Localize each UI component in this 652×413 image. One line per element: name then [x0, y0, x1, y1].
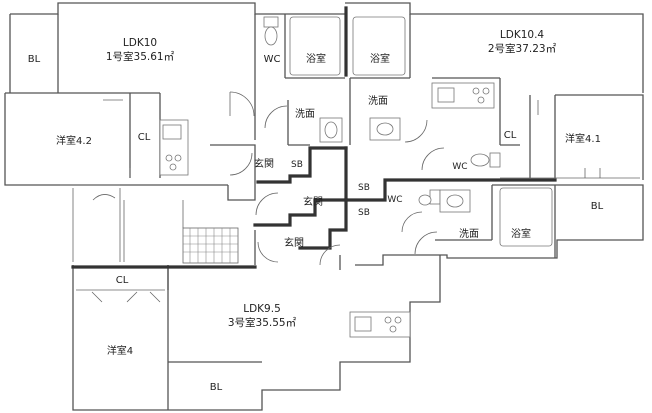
- sb-2-label: SB: [358, 183, 370, 193]
- unit-1-type: LDK10: [123, 37, 157, 49]
- sb-1-label: SB: [291, 160, 303, 170]
- unit-1-area: 1号室35.61㎡: [106, 50, 175, 63]
- cl-1-label: CL: [138, 132, 151, 143]
- washroom-2-label: 洗面: [368, 95, 388, 107]
- unit-2-area: 2号室37.23㎡: [488, 42, 557, 55]
- unit-3-type: LDK9.5: [243, 303, 281, 315]
- genkan-2-label: 玄関: [303, 195, 323, 208]
- cl-2-label: CL: [504, 130, 517, 141]
- bl-right-label: BL: [591, 201, 604, 212]
- unit-3-area: 3号室35.55㎡: [228, 316, 297, 329]
- room-labels: BL WC 浴室 浴室 洗面 洗面 洋室4.2 CL CL 洋室4.1 玄関 S…: [28, 52, 604, 393]
- unit-2-labels: LDK10.4 2号室37.23㎡: [488, 29, 557, 55]
- bl-top-left-label: BL: [28, 54, 41, 65]
- wc-2-label: WC: [452, 162, 467, 172]
- sb-3-label: SB: [358, 208, 370, 218]
- bath-1-label: 浴室: [306, 52, 326, 65]
- genkan-1-label: 玄関: [254, 157, 274, 170]
- unit-1-labels: LDK10 1号室35.61㎡: [106, 37, 175, 63]
- washroom-1-label: 洗面: [295, 108, 315, 120]
- door-swings: [91, 91, 601, 303]
- washroom-3-label: 洗面: [459, 228, 479, 240]
- genkan-3-label: 玄関: [284, 236, 304, 249]
- unit-2-type: LDK10.4: [500, 29, 545, 41]
- bath-2-label: 浴室: [370, 52, 390, 65]
- wc-3-label: WC: [387, 195, 402, 205]
- outer-walls: [4, 2, 644, 411]
- cl-3-label: CL: [116, 275, 129, 286]
- fixtures: [60, 16, 640, 338]
- westroom-1-label: 洋室4.2: [56, 134, 92, 147]
- party-walls: [71, 6, 557, 269]
- bl-bottom-label: BL: [210, 382, 223, 393]
- stairwell: [72, 188, 239, 264]
- westroom-3-label: 洋室4: [107, 344, 133, 357]
- unit-3-labels: LDK9.5 3号室35.55㎡: [228, 303, 297, 329]
- wc-1-label: WC: [264, 54, 281, 65]
- westroom-2-label: 洋室4.1: [565, 132, 601, 145]
- bath-3-label: 浴室: [511, 227, 531, 240]
